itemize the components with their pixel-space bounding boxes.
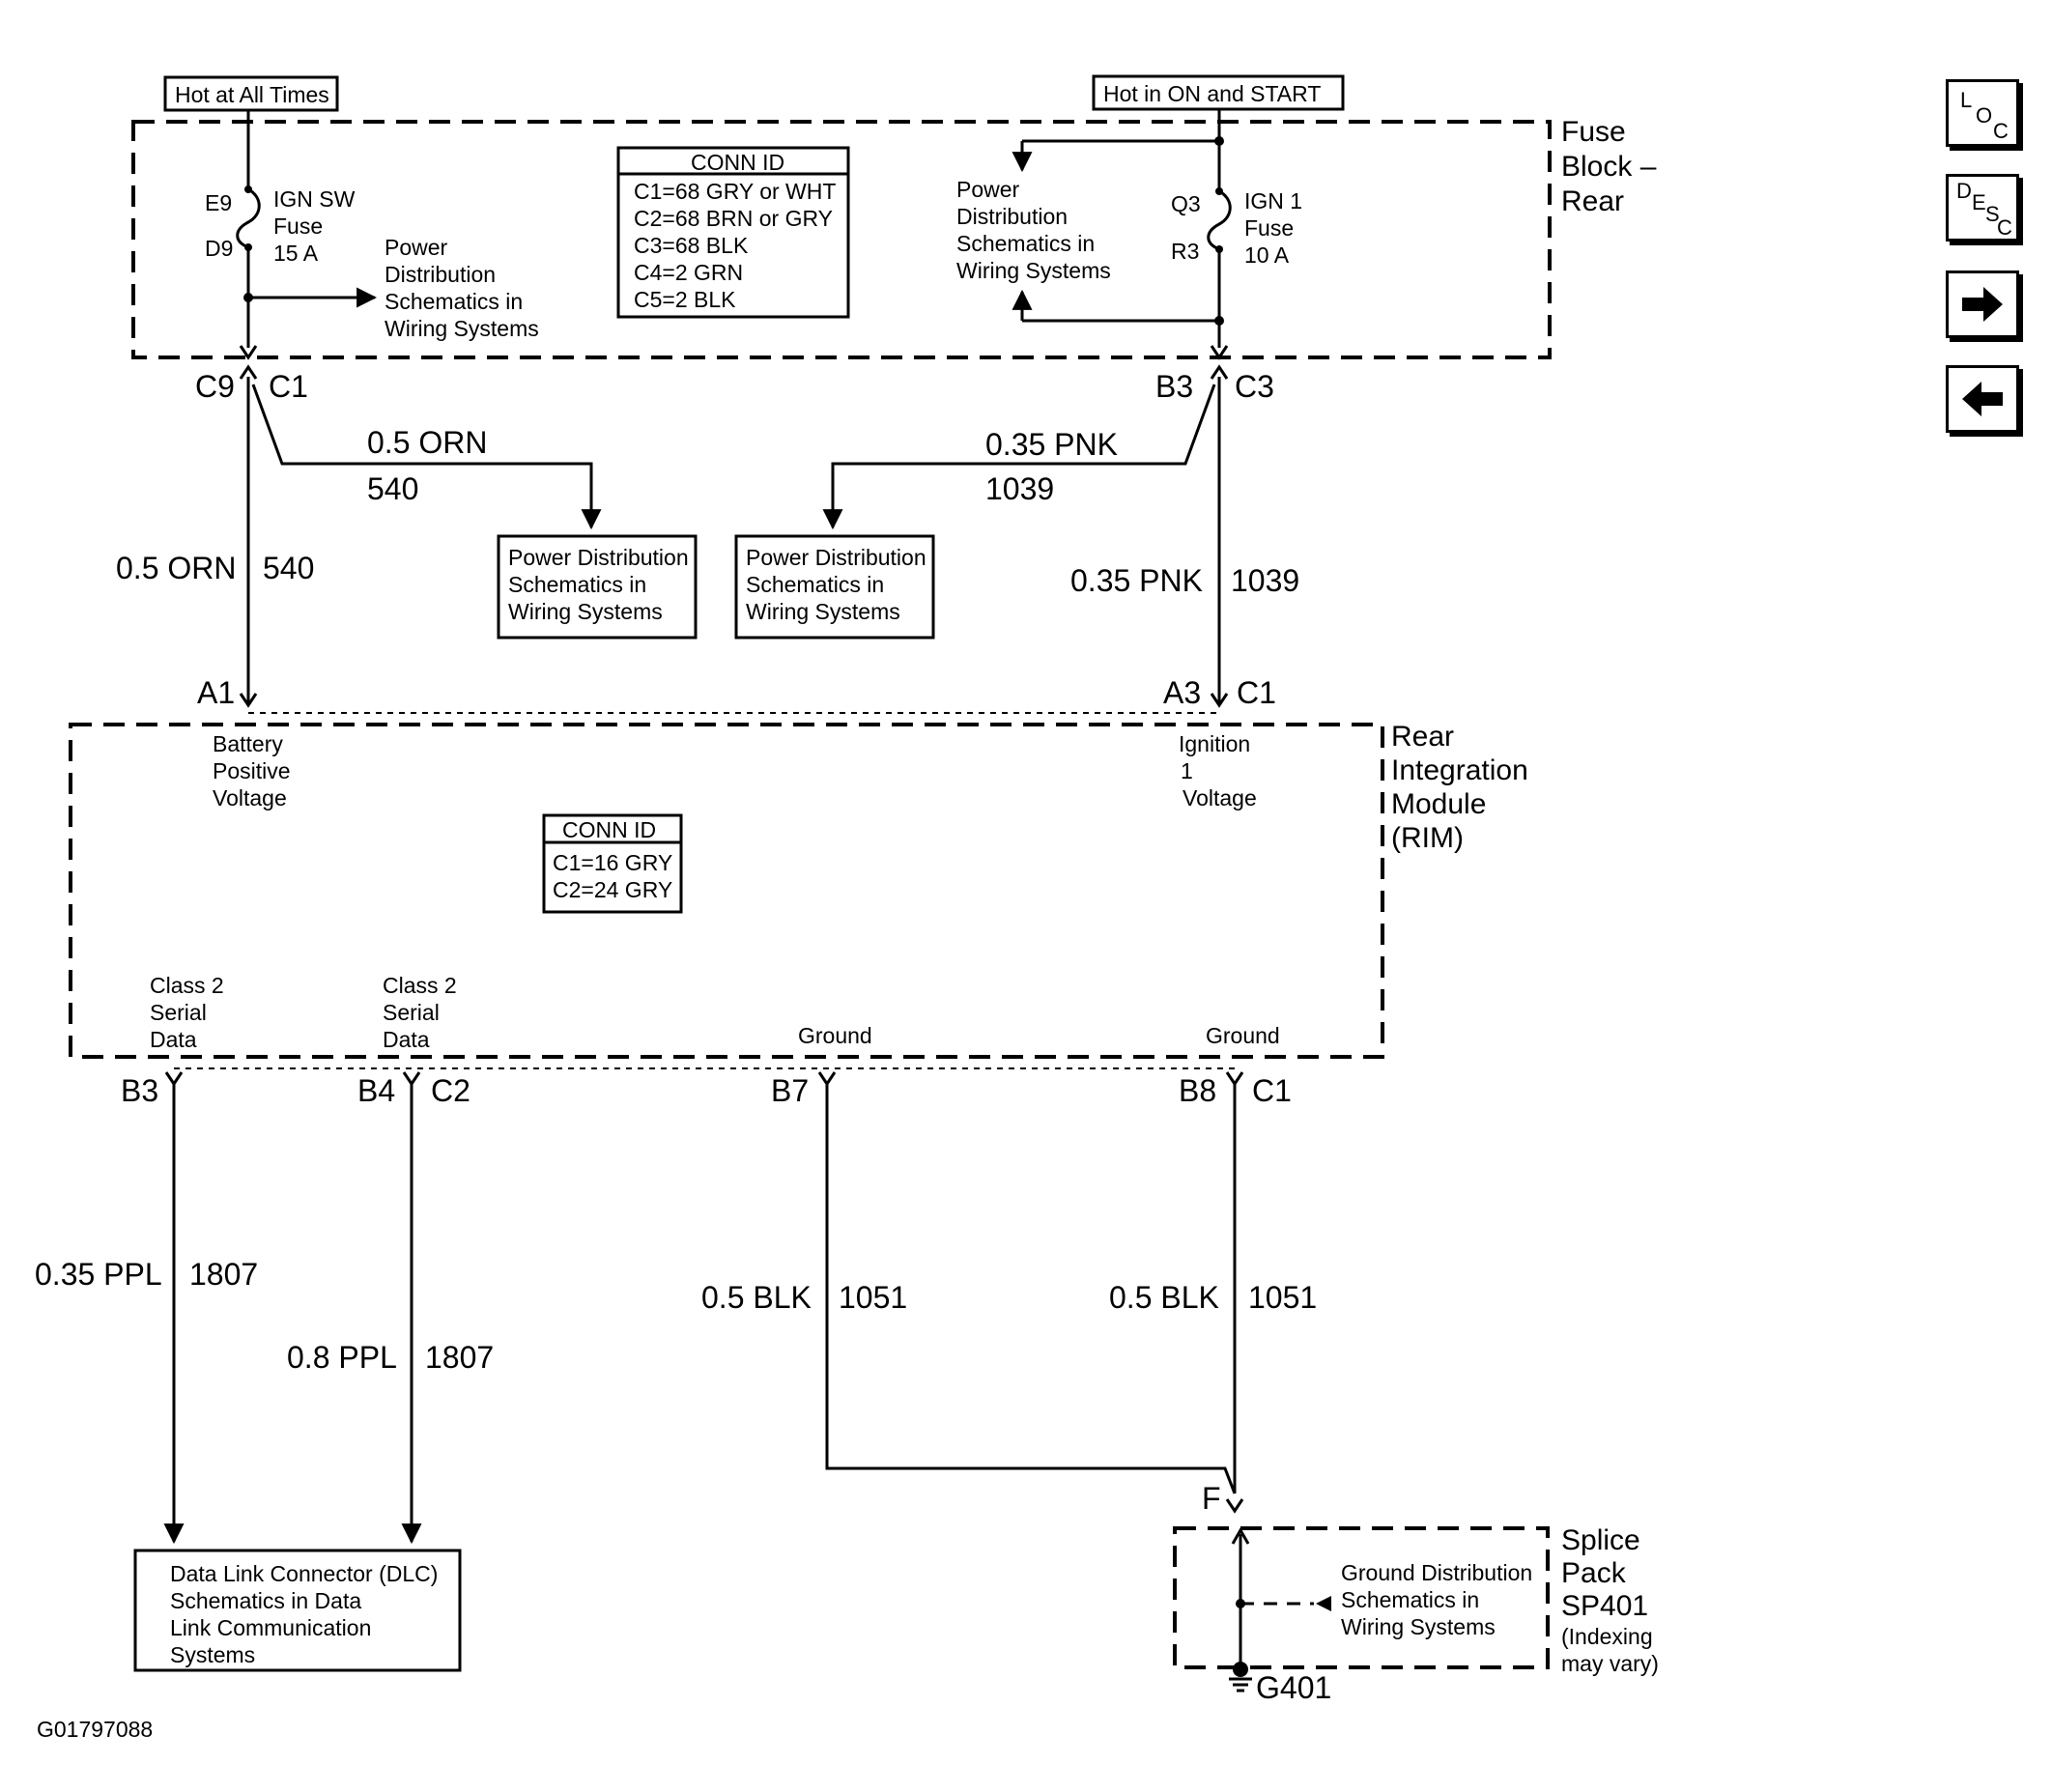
svg-text:0.35 PPL: 0.35 PPL <box>35 1257 162 1292</box>
power-ref-right: Power Distribution Schematics in Wiring … <box>956 177 1111 283</box>
svg-text:A3: A3 <box>1163 675 1201 710</box>
svg-text:0.8 PPL: 0.8 PPL <box>287 1340 397 1375</box>
connector-c9 <box>239 345 258 380</box>
ground-icon <box>1229 1662 1252 1692</box>
svg-text:C1=68 GRY or WHT C2=68 B: C1=68 GRY or WHT C2=68 BRN or GRY C3=68 … <box>634 179 841 312</box>
class2-serial-data-label-a: Class 2 Serial Data <box>150 973 230 1052</box>
svg-text:1051: 1051 <box>839 1280 907 1315</box>
rim-conn-id-table: CONN ID C1=16 GRY C2=24 GRY <box>542 813 683 914</box>
desc-letter-e: E <box>1972 190 1986 214</box>
wire-1051-a <box>825 1084 1237 1494</box>
svg-text:B8: B8 <box>1179 1073 1216 1108</box>
svg-text:1039: 1039 <box>1231 563 1299 598</box>
desc-letter-s: S <box>1985 202 2000 226</box>
svg-text:Data Link Connector (DLC): Data Link Connector (DLC) Schematics in … <box>170 1561 444 1667</box>
svg-text:Power Distribution Schem: Power Distribution Schematics in Wiring … <box>746 545 932 624</box>
ign1-fuse-out-pin: R3 <box>1171 239 1199 264</box>
svg-text:1807: 1807 <box>425 1340 494 1375</box>
svg-text:C1=16 GRY C2=24 GRY: C1=16 GRY C2=24 GRY <box>553 850 678 902</box>
connector-b4 <box>402 1071 421 1087</box>
ign-sw-fuse-out-pin: D9 <box>205 236 233 261</box>
svg-text:540: 540 <box>367 471 418 506</box>
power-ref-left: Power Distribution Schematics in Wiring … <box>385 235 539 341</box>
ignition-voltage-label: Ignition 1 Voltage <box>1179 731 1257 811</box>
svg-text:B3: B3 <box>1155 369 1193 404</box>
ign1-fuse-label: IGN 1 Fuse 10 A <box>1244 188 1308 268</box>
splice-pack-note: (Indexing may vary) <box>1561 1624 1659 1676</box>
ign-sw-fuse-in-pin: E9 <box>205 190 232 215</box>
desc-letter-c: C <box>1997 215 2012 240</box>
svg-text:B4: B4 <box>357 1073 395 1108</box>
svg-text:C1: C1 <box>1237 675 1276 710</box>
wire-540-branch <box>251 384 602 530</box>
ground-distribution-ref: Ground Distribution Schematics in Wiring… <box>1341 1560 1539 1639</box>
splice-pack-name: Splice Pack SP401 <box>1561 1524 1648 1622</box>
svg-text:F: F <box>1202 1481 1221 1516</box>
desc-letter-d: D <box>1956 179 1972 203</box>
arrow-left-icon <box>1962 382 2003 416</box>
rim-box <box>69 723 1384 1059</box>
splice-pack-box <box>1173 1526 1550 1669</box>
arrow-right-icon <box>1962 287 2003 322</box>
svg-text:0.35 PNK: 0.35 PNK <box>1070 563 1203 598</box>
rim-name: Rear Integration Module (RIM) <box>1391 721 1536 854</box>
ign-sw-fuse-label: IGN SW Fuse 15 A <box>273 186 361 266</box>
connector-b8 <box>1225 1071 1244 1087</box>
svg-text:0.35 PNK: 0.35 PNK <box>985 427 1118 462</box>
svg-text:CONN ID: CONN ID <box>691 150 784 175</box>
svg-text:1039: 1039 <box>985 471 1054 506</box>
fuse-block-conn-id-table: CONN ID C1=68 GRY or WHT C2=68 BRN or GR… <box>616 146 850 319</box>
svg-text:0.5 BLK: 0.5 BLK <box>1109 1280 1219 1315</box>
ign-sw-fuse-symbol <box>236 187 261 249</box>
svg-text:C2: C2 <box>431 1073 470 1108</box>
wire-1039-branch <box>822 384 1216 530</box>
svg-text:Power Distribution Schem: Power Distribution Schematics in Wiring … <box>508 545 695 624</box>
ign1-fuse-symbol <box>1207 189 1232 251</box>
hot-in-on-start-label: Hot in ON and START <box>1092 74 1345 111</box>
figure-id: G01797088 <box>37 1717 153 1742</box>
dlc-box: Data Link Connector (DLC) Schematics in … <box>133 1549 462 1672</box>
ground-label-b: Ground <box>1206 1023 1280 1048</box>
power-distribution-box-right: Power Distribution Schematics in Wiring … <box>734 534 935 640</box>
svg-text:CONN ID: CONN ID <box>562 817 656 842</box>
svg-text:0.5 ORN: 0.5 ORN <box>367 425 487 460</box>
connector-f <box>1225 1498 1244 1514</box>
connector-b3-top <box>1210 345 1229 380</box>
hot-at-all-times-label: Hot at All Times <box>163 75 339 112</box>
svg-text:C3: C3 <box>1235 369 1274 404</box>
loc-letter-c: C <box>1993 119 2009 143</box>
class2-serial-data-label-b: Class 2 Serial Data <box>383 973 463 1052</box>
loc-letter-o: O <box>1976 103 1993 128</box>
loc-button[interactable]: L O C <box>1946 79 2019 147</box>
svg-text:C9: C9 <box>195 369 235 404</box>
svg-text:Hot at All Times: Hot at All Times <box>175 82 329 107</box>
svg-text:A1: A1 <box>197 675 235 710</box>
battery-positive-label: Battery Positive Voltage <box>213 731 297 811</box>
connector-b7 <box>817 1071 837 1087</box>
next-button[interactable] <box>1946 270 2019 338</box>
svg-text:0.5 ORN: 0.5 ORN <box>116 551 236 585</box>
svg-text:1051: 1051 <box>1248 1280 1317 1315</box>
power-distribution-box-left: Power Distribution Schematics in Wiring … <box>497 534 698 640</box>
svg-text:B7: B7 <box>771 1073 809 1108</box>
connector-b3-bottom <box>164 1071 184 1087</box>
fuse-block-name: Fuse Block – Rear <box>1561 116 1665 217</box>
desc-button[interactable]: D E S C <box>1946 174 2019 242</box>
fuse-block-rear-box <box>131 120 1552 359</box>
prev-button[interactable] <box>1946 365 2019 433</box>
ground-g401-label: G401 <box>1256 1670 1331 1705</box>
svg-text:C1: C1 <box>1252 1073 1292 1108</box>
loc-letter-l: L <box>1960 88 1973 112</box>
svg-text:0.5 BLK: 0.5 BLK <box>701 1280 812 1315</box>
svg-text:1807: 1807 <box>189 1257 258 1292</box>
ign1-fuse-in-pin: Q3 <box>1171 191 1201 216</box>
svg-text:Hot in ON and START: Hot in ON and START <box>1103 81 1321 106</box>
svg-text:C1: C1 <box>269 369 308 404</box>
svg-text:540: 540 <box>263 551 314 585</box>
ground-label-a: Ground <box>798 1023 872 1048</box>
svg-text:B3: B3 <box>121 1073 158 1108</box>
